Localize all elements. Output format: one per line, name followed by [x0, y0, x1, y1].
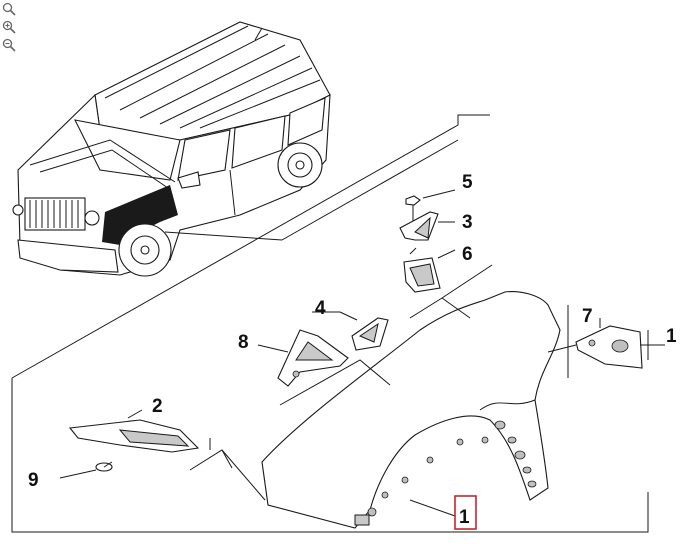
callout-9[interactable]: 9	[28, 470, 39, 491]
callout-2[interactable]: 2	[152, 396, 163, 417]
part-8-bracket	[257, 329, 349, 387]
part-4-block	[312, 311, 389, 351]
zoom-out-icon[interactable]	[2, 38, 16, 52]
part-9-screw	[59, 461, 113, 479]
part-3-bracket	[399, 211, 455, 241]
part-2-bracket	[68, 409, 200, 453]
callout-3[interactable]: 3	[462, 212, 473, 233]
highlight-box	[454, 495, 477, 530]
callout-8[interactable]: 8	[238, 332, 249, 353]
zoom-toolbar	[2, 2, 18, 56]
search-icon[interactable]	[2, 2, 16, 16]
roof-rack	[104, 25, 321, 129]
callout-1-bottom[interactable]: 1	[459, 507, 470, 528]
callout-4[interactable]: 4	[315, 298, 326, 319]
part-6-plate	[403, 247, 456, 293]
rear-wheel	[277, 142, 323, 188]
front-grille	[12, 197, 100, 231]
part-7-bracket	[575, 318, 643, 369]
callout-6[interactable]: 6	[462, 244, 473, 265]
zoom-in-icon[interactable]	[2, 20, 16, 34]
callout-1-right[interactable]: 1	[666, 326, 677, 347]
vehicle-illustration	[12, 21, 331, 277]
fender-panel	[261, 291, 561, 529]
callout-5[interactable]: 5	[462, 172, 473, 193]
front-wheel	[118, 223, 172, 277]
callout-7[interactable]: 7	[582, 306, 593, 327]
part-5-bolt	[405, 189, 456, 228]
fender-mounting-holes	[354, 420, 537, 526]
fender-highlight	[102, 185, 178, 245]
